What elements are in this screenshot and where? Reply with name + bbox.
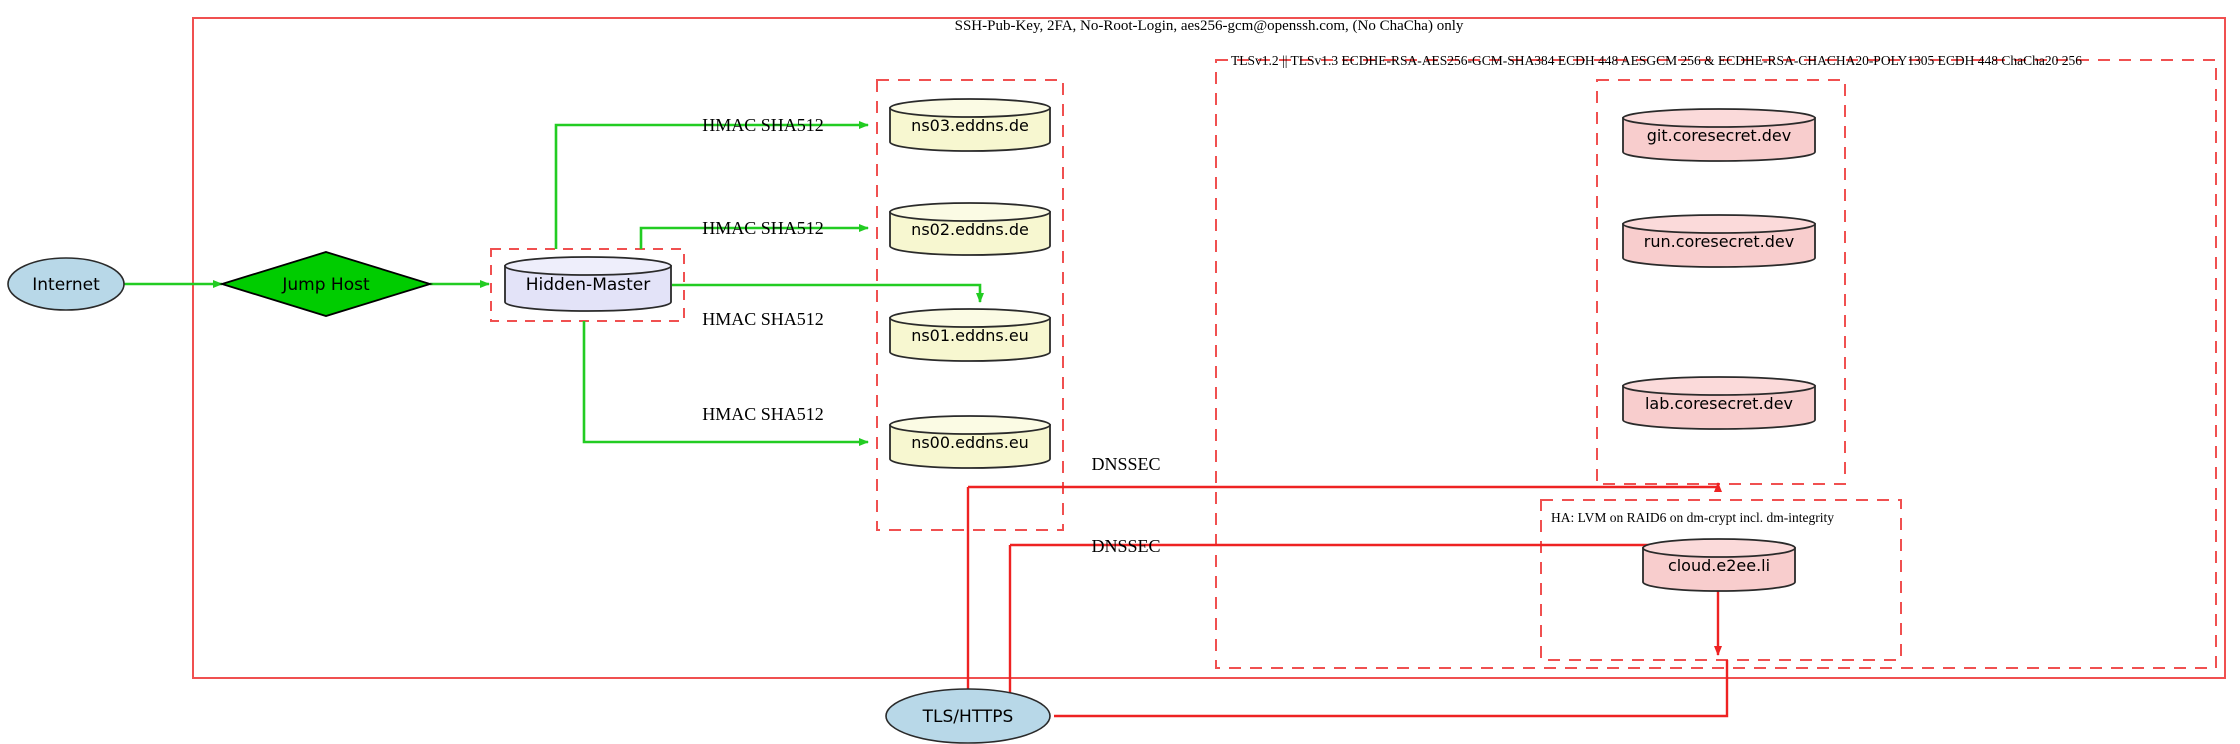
boundary-services: [1596, 79, 1846, 485]
node-tls-https[interactable]: TLS/HTTPS: [885, 688, 1051, 744]
node-jump-host[interactable]: Jump Host: [218, 251, 434, 317]
node-ns01[interactable]: ns01.eddns.eu: [889, 308, 1051, 362]
edge-labels-dnssec: DNSSEC DNSSEC: [1091, 454, 1160, 556]
boundary-tls-zone-label: TLSv1.2 || TLSv1.3 ECDHE-RSA-AES256-GCM-…: [1231, 53, 2082, 68]
node-internet[interactable]: Internet: [7, 257, 125, 311]
node-hidden-master[interactable]: Hidden-Master: [504, 256, 672, 312]
edge-label-hmac-ns02: HMAC SHA512: [702, 218, 824, 238]
node-ns00[interactable]: ns00.eddns.eu: [889, 415, 1051, 469]
node-run-coresecret[interactable]: run.coresecret.dev: [1622, 214, 1816, 268]
node-ns02-label: ns02.eddns.de: [911, 220, 1029, 239]
edges-red: [966, 482, 1729, 718]
edge-label-hmac-ns00: HMAC SHA512: [702, 404, 824, 424]
node-git-coresecret-label: git.coresecret.dev: [1647, 126, 1792, 145]
node-lab-coresecret[interactable]: lab.coresecret.dev: [1622, 376, 1816, 430]
node-cloud-e2ee-label: cloud.e2ee.li: [1668, 556, 1770, 575]
edge-labels-hmac: HMAC SHA512 HMAC SHA512 HMAC SHA512 HMAC…: [702, 115, 824, 424]
node-tls-https-label: TLS/HTTPS: [922, 707, 1014, 727]
node-git-coresecret[interactable]: git.coresecret.dev: [1622, 108, 1816, 162]
edge-label-hmac-ns01: HMAC SHA512: [702, 309, 824, 329]
edge-label-dnssec-upper: DNSSEC: [1091, 454, 1160, 474]
node-ns03-label: ns03.eddns.de: [911, 116, 1029, 135]
edges-green: [124, 121, 984, 446]
boundary-dns-cluster: [876, 79, 1064, 531]
node-cloud-e2ee[interactable]: cloud.e2ee.li: [1642, 538, 1796, 592]
boundary-tls-zone: TLSv1.2 || TLSv1.3 ECDHE-RSA-AES256-GCM-…: [1215, 53, 2217, 669]
node-hidden-master-label: Hidden-Master: [526, 275, 651, 295]
boundary-hidden-master: [490, 248, 685, 322]
node-lab-coresecret-label: lab.coresecret.dev: [1645, 394, 1793, 413]
boundary-ha-zone: HA: LVM on RAID6 on dm-crypt incl. dm-in…: [1540, 499, 1902, 661]
node-jump-host-label: Jump Host: [281, 275, 370, 295]
node-ns00-label: ns00.eddns.eu: [911, 433, 1029, 452]
boundary-ssh-zone: SSH-Pub-Key, 2FA, No-Root-Login, aes256-…: [192, 17, 2226, 679]
edge-label-dnssec-lower: DNSSEC: [1091, 536, 1160, 556]
edge-label-hmac-ns03: HMAC SHA512: [702, 115, 824, 135]
node-internet-label: Internet: [32, 275, 100, 295]
node-ns02[interactable]: ns02.eddns.de: [889, 202, 1051, 256]
node-ns01-label: ns01.eddns.eu: [911, 326, 1029, 345]
node-run-coresecret-label: run.coresecret.dev: [1644, 232, 1794, 251]
boundary-ssh-zone-label: SSH-Pub-Key, 2FA, No-Root-Login, aes256-…: [955, 18, 1464, 34]
node-ns03[interactable]: ns03.eddns.de: [889, 98, 1051, 152]
boundary-ha-zone-label: HA: LVM on RAID6 on dm-crypt incl. dm-in…: [1551, 510, 1834, 525]
